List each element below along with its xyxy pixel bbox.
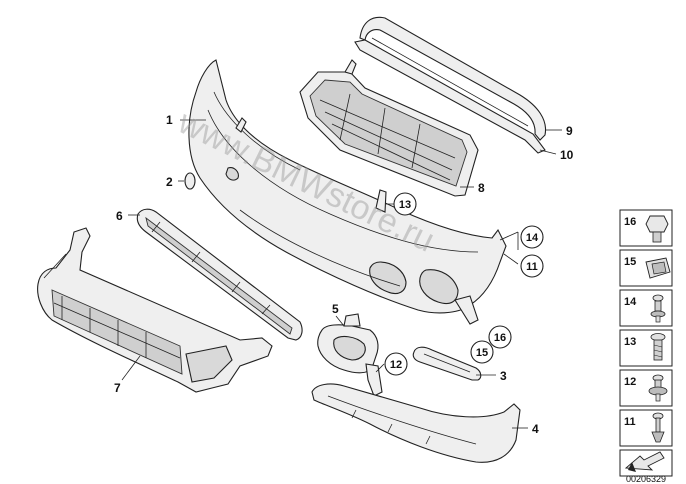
circled-callout-16: 16 bbox=[488, 325, 512, 349]
callout-labels: 1 2 3 4 5 6 7 8 9 10 bbox=[114, 113, 574, 436]
svg-text:12: 12 bbox=[624, 376, 636, 388]
panel-row-13: 13 bbox=[619, 329, 673, 367]
circled-callout-12: 12 bbox=[384, 352, 408, 376]
bumper-cover bbox=[188, 59, 507, 325]
callout-7: 7 bbox=[114, 381, 121, 395]
panel-row-14: 14 bbox=[619, 289, 673, 327]
assembly-arrow-icon bbox=[624, 451, 665, 472]
circled-callout-14: 14 bbox=[520, 225, 544, 249]
circled-callout-11: 11 bbox=[520, 254, 544, 278]
panel-arrow bbox=[619, 449, 673, 477]
circled-callouts: 11 12 13 14 15 16 bbox=[384, 192, 544, 376]
fog-light-bezel bbox=[317, 313, 383, 397]
svg-text:11: 11 bbox=[624, 416, 636, 428]
svg-text:16: 16 bbox=[624, 216, 636, 228]
upper-trim-frame bbox=[354, 16, 547, 154]
callout-9: 9 bbox=[566, 124, 573, 138]
panel-row-11: 11 bbox=[619, 409, 673, 447]
nut-clip-icon bbox=[645, 215, 669, 243]
callout-1: 1 bbox=[166, 113, 173, 127]
lower-intake-carrier bbox=[37, 227, 273, 393]
svg-text:16: 16 bbox=[494, 332, 506, 344]
panel-row-12: 12 bbox=[619, 369, 673, 407]
spring-clip-icon bbox=[645, 257, 671, 279]
collar-screw-icon bbox=[648, 374, 668, 402]
panel-row-15: 15 bbox=[619, 249, 673, 287]
svg-text:15: 15 bbox=[476, 347, 488, 359]
hex-bolt-icon bbox=[650, 333, 666, 361]
svg-text:11: 11 bbox=[526, 261, 538, 273]
callout-6: 6 bbox=[116, 209, 123, 223]
svg-text:13: 13 bbox=[399, 199, 411, 211]
svg-text:14: 14 bbox=[624, 296, 637, 308]
svg-text:12: 12 bbox=[390, 359, 402, 371]
upper-grille bbox=[299, 59, 479, 197]
trim-strip bbox=[412, 346, 482, 381]
svg-text:13: 13 bbox=[624, 336, 636, 348]
push-rivet-icon bbox=[651, 412, 665, 443]
callout-3: 3 bbox=[500, 369, 507, 383]
callout-8: 8 bbox=[478, 181, 485, 195]
svg-text:15: 15 bbox=[624, 256, 636, 268]
lower-mesh-grille bbox=[136, 208, 303, 341]
callout-2: 2 bbox=[166, 175, 173, 189]
lower-spoiler bbox=[311, 383, 521, 463]
callout-5: 5 bbox=[332, 302, 339, 316]
panel-row-16: 16 bbox=[619, 209, 673, 247]
callout-4: 4 bbox=[532, 422, 539, 436]
doc-number: 00206329 bbox=[626, 474, 666, 484]
fastener-panel: 16 15 14 bbox=[619, 209, 673, 484]
leader-lines bbox=[121, 119, 562, 429]
svg-text:14: 14 bbox=[526, 232, 539, 244]
circled-callout-15: 15 bbox=[470, 340, 494, 364]
callout-10: 10 bbox=[560, 148, 574, 162]
seal-part bbox=[184, 172, 196, 190]
expansion-rivet-icon bbox=[650, 294, 666, 323]
circled-callout-13: 13 bbox=[393, 192, 417, 216]
